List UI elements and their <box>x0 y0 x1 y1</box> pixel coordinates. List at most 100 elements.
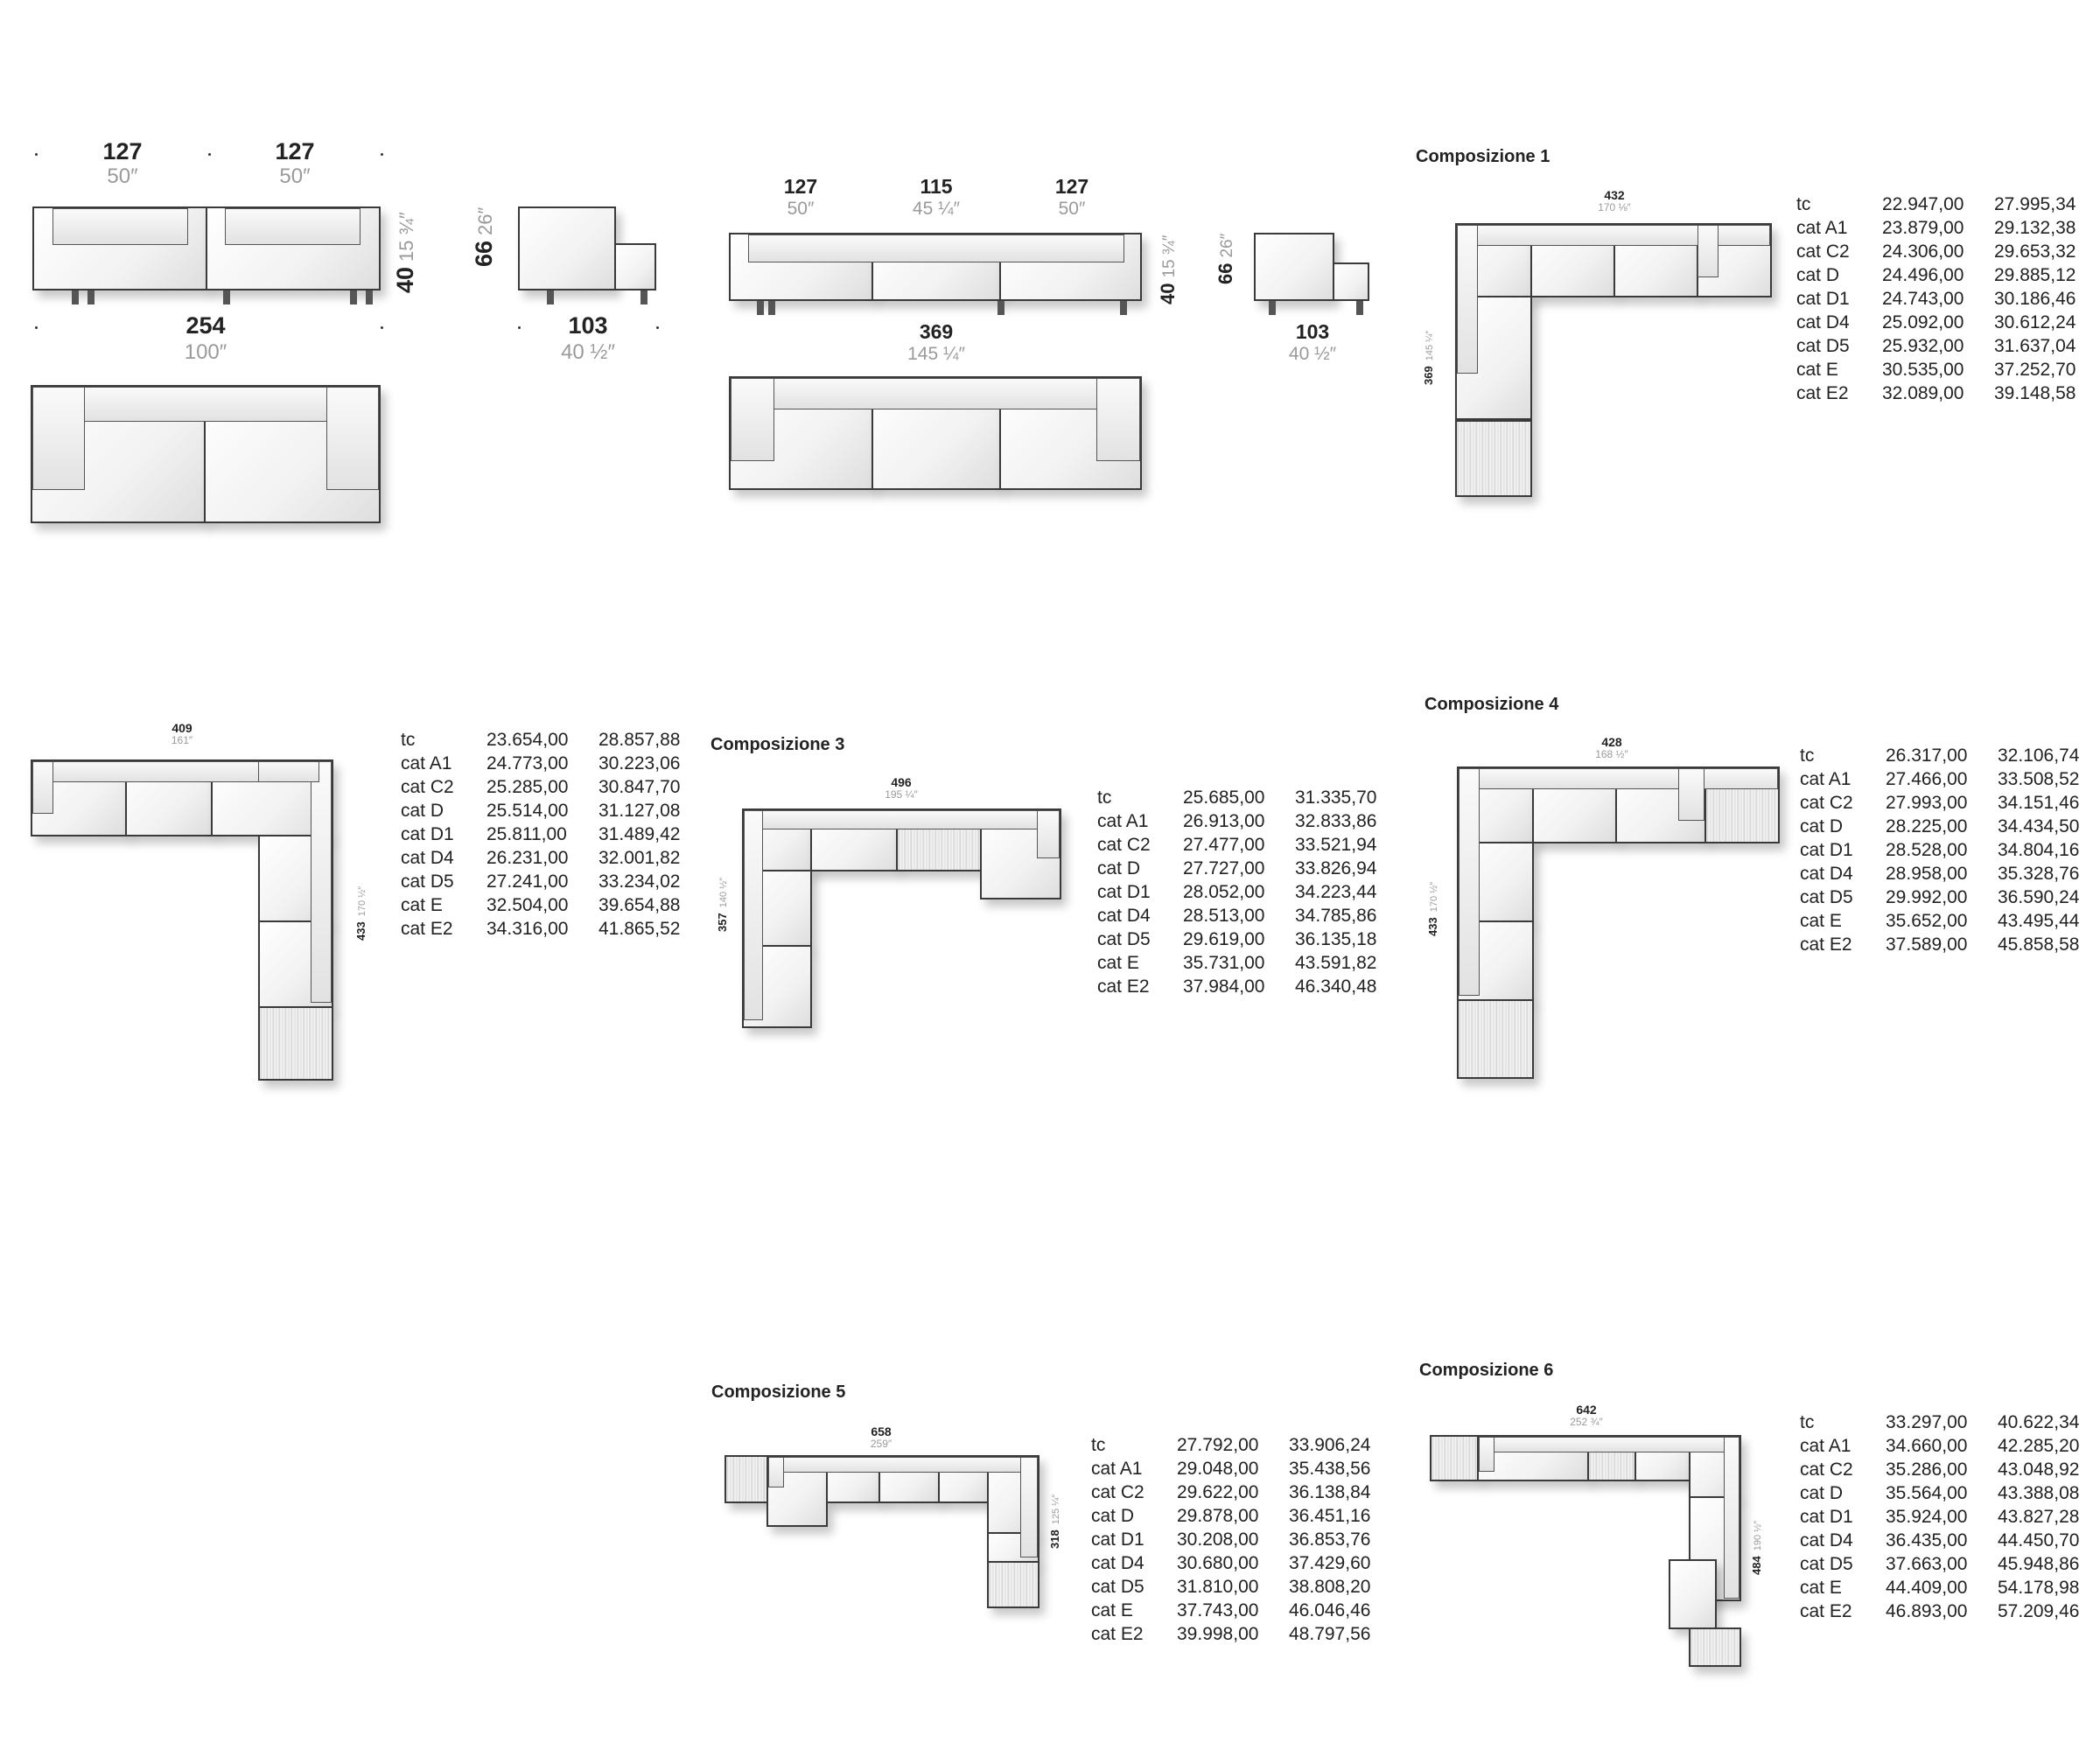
price-value-vat: 38.808,20 <box>1289 1577 1371 1597</box>
price-category: cat A1 <box>1796 218 1848 238</box>
price-value-vat: 31.489,42 <box>598 824 681 844</box>
composition-title: Composizione 4 <box>1424 695 1559 714</box>
price-category: cat D1 <box>1800 840 1853 860</box>
price-category: cat D5 <box>1091 1577 1144 1597</box>
module-width-3-inch: 50″ <box>1058 199 1086 219</box>
price-category: cat E2 <box>1796 383 1849 403</box>
composition-title: Composizione 3 <box>710 735 845 754</box>
module-width-2-inch: 45 ¼″ <box>912 199 961 219</box>
price-category: cat C2 <box>1091 1482 1144 1502</box>
price-value: 39.998,00 <box>1177 1624 1259 1644</box>
module-width-1: 127 <box>783 175 818 198</box>
composition-title: Composizione 1 <box>1416 147 1550 166</box>
price-category: tc <box>1091 1435 1106 1455</box>
depth-value-inch: 145 ¼″ <box>1424 330 1435 361</box>
backrest <box>1479 1437 1494 1472</box>
backrest <box>1459 768 1778 789</box>
price-value-vat: 48.797,56 <box>1289 1624 1371 1644</box>
depth-value-inch: 170 ½″ <box>357 886 368 917</box>
backrest <box>311 761 332 1003</box>
price-category: cat E <box>1800 1578 1842 1598</box>
price-category: cat D4 <box>1097 906 1151 926</box>
price-value-vat: 34.434,50 <box>1998 816 2080 836</box>
price-value-vat: 34.785,86 <box>1295 906 1377 926</box>
module-width-2: 127 <box>275 138 315 164</box>
price-value: 24.496,00 <box>1882 265 1964 285</box>
price-value: 31.810,00 <box>1177 1577 1259 1597</box>
price-value: 27.477,00 <box>1183 835 1265 855</box>
price-value: 30.208,00 <box>1177 1530 1259 1550</box>
depth-dimension: 433 170 ½″ <box>354 886 368 941</box>
width-dimension: 642 <box>1576 1403 1597 1417</box>
depth-inch: 40 ½″ <box>1288 344 1337 364</box>
price-value: 35.286,00 <box>1886 1460 1968 1480</box>
price-value: 25.092,00 <box>1882 312 1964 332</box>
price-value-vat: 43.495,44 <box>1998 911 2080 931</box>
price-value: 24.306,00 <box>1882 242 1964 262</box>
price-value: 29.878,00 <box>1177 1506 1259 1526</box>
price-value: 26.231,00 <box>486 848 569 868</box>
backrest <box>1459 768 1480 996</box>
price-value-vat: 34.804,16 <box>1998 840 2080 860</box>
composition-title: Composizione 6 <box>1419 1361 1554 1380</box>
price-value-vat: 32.106,74 <box>1998 746 2080 766</box>
price-value-vat: 36.590,24 <box>1998 887 2080 907</box>
module-width-2: 115 <box>920 175 953 198</box>
price-value-vat: 35.438,56 <box>1289 1459 1371 1479</box>
price-value: 25.811,00 <box>486 824 567 844</box>
price-value: 30.535,00 <box>1882 360 1964 380</box>
backrest <box>1479 1437 1740 1452</box>
depth-dimension: 357140 ½″ <box>716 878 729 932</box>
depth-value: 433 <box>354 921 368 941</box>
price-value-vat: 37.429,60 <box>1289 1553 1371 1573</box>
wood-module <box>258 1006 333 1081</box>
price-value: 35.652,00 <box>1886 911 1968 931</box>
price-category: cat D1 <box>1800 1507 1853 1527</box>
price-value-vat: 28.857,88 <box>598 730 681 750</box>
price-category: cat D <box>1097 858 1141 878</box>
price-value: 25.685,00 <box>1183 788 1265 808</box>
price-value: 24.743,00 <box>1882 289 1964 309</box>
price-value: 24.773,00 <box>486 753 569 774</box>
price-value-vat: 27.995,34 <box>1994 194 2076 214</box>
price-category: cat E2 <box>1800 934 1852 955</box>
price-category: cat E <box>401 895 443 915</box>
price-value-vat: 29.132,38 <box>1994 218 2076 238</box>
price-value: 35.564,00 <box>1886 1483 1968 1503</box>
depth-dimension: 318125 ¼″ <box>1048 1494 1061 1549</box>
price-value-vat: 33.826,94 <box>1295 858 1377 878</box>
depth: 103 <box>1295 320 1330 343</box>
price-category: tc <box>401 730 416 750</box>
wood-module <box>1689 1628 1741 1667</box>
height-label: 6626″ <box>1214 233 1236 284</box>
price-value-vat: 36.138,84 <box>1289 1482 1371 1502</box>
price-category: cat E2 <box>1097 976 1150 997</box>
price-category: cat D <box>1800 816 1844 836</box>
price-value: 30.680,00 <box>1177 1553 1259 1573</box>
width-dimension: 658 <box>871 1424 892 1438</box>
price-value-vat: 35.328,76 <box>1998 864 2080 884</box>
price-value: 46.893,00 <box>1886 1601 1968 1621</box>
depth-value-inch: 190 ½″ <box>1753 1520 1763 1551</box>
price-value-vat: 41.865,52 <box>598 919 681 939</box>
price-category: tc <box>1800 1412 1815 1432</box>
backrest <box>1037 810 1060 858</box>
composition-title: Composizione 5 <box>711 1382 846 1402</box>
